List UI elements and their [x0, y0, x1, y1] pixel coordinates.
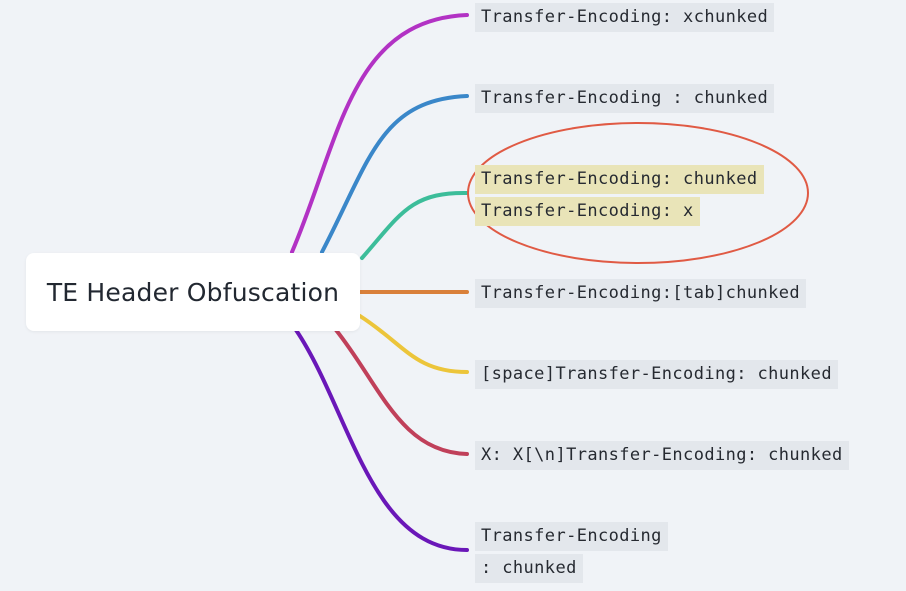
branch-connector-3	[360, 190, 469, 260]
root-node[interactable]: TE Header Obfuscation	[26, 253, 360, 331]
header-variant-text: : chunked	[475, 554, 583, 583]
header-variant-text: Transfer-Encoding: x	[475, 197, 700, 226]
branch-connector-1	[290, 13, 469, 254]
header-variant-text: Transfer-Encoding	[475, 522, 668, 551]
branch-connector-7	[294, 328, 469, 552]
leaf-node-newline[interactable]: X: X[\n]Transfer-Encoding: chunked	[475, 441, 849, 470]
root-title: TE Header Obfuscation	[46, 277, 340, 307]
header-variant-text: Transfer-Encoding:[tab]chunked	[475, 279, 807, 308]
header-variant-text: [space]Transfer-Encoding: chunked	[475, 360, 838, 389]
highlight-circle	[467, 122, 809, 264]
leaf-node-xchunked[interactable]: Transfer-Encoding: xchunked	[475, 3, 775, 32]
leaf-node-duplicate-te[interactable]: Transfer-Encoding: chunked Transfer-Enco…	[475, 165, 764, 226]
header-variant-text: Transfer-Encoding: chunked	[475, 165, 764, 194]
header-variant-text: Transfer-Encoding: xchunked	[475, 3, 775, 32]
leaf-node-tab[interactable]: Transfer-Encoding:[tab]chunked	[475, 279, 807, 308]
branch-connector-6	[334, 328, 469, 456]
header-variant-text: Transfer-Encoding : chunked	[475, 84, 775, 113]
header-variant-text: X: X[\n]Transfer-Encoding: chunked	[475, 441, 849, 470]
branch-connector-2	[320, 94, 469, 254]
leaf-node-leading-space[interactable]: [space]Transfer-Encoding: chunked	[475, 360, 838, 389]
leaf-node-space-before-colon[interactable]: Transfer-Encoding : chunked	[475, 84, 775, 113]
branch-connector-5	[358, 314, 469, 374]
leaf-node-line-folding[interactable]: Transfer-Encoding : chunked	[475, 522, 668, 583]
